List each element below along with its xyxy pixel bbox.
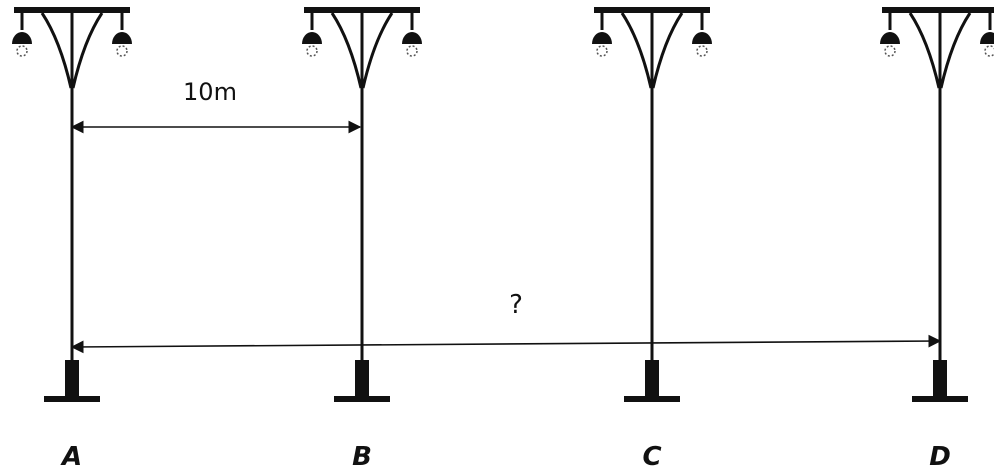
distance-label-ad: ?	[509, 290, 523, 320]
pole-label-d: D	[929, 442, 951, 472]
pole-label-b: B	[352, 442, 372, 472]
lamp-post-c	[592, 7, 712, 402]
lamp-post-d	[880, 7, 994, 402]
distance-arrow-ad	[70, 334, 942, 354]
pole-label-a: A	[60, 442, 82, 472]
lamp-post-a	[12, 7, 132, 402]
pole-label-c: C	[642, 442, 661, 472]
lamp-post-b	[302, 7, 422, 402]
distance-label-ab: 10m	[183, 78, 237, 106]
